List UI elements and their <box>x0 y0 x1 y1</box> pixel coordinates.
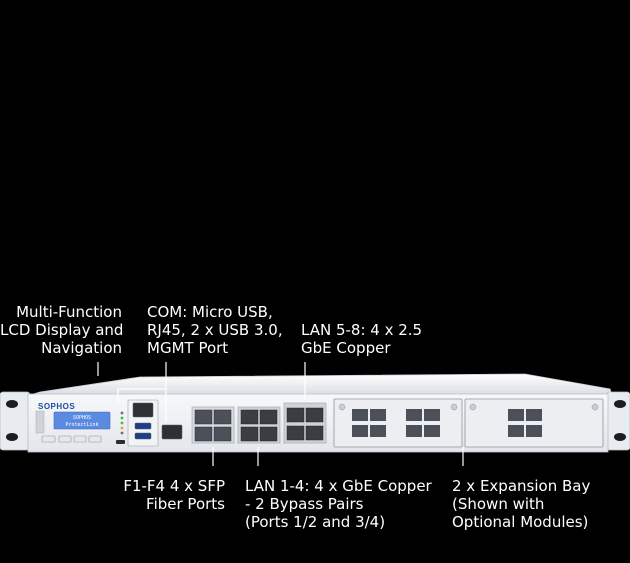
callout-line: (Ports 1/2 and 3/4) <box>245 513 386 531</box>
rack-hole <box>6 400 18 408</box>
callout-line: RJ45, 2 x USB 3.0, <box>147 321 283 339</box>
lan-port-1[interactable] <box>240 409 259 425</box>
lcd-display[interactable] <box>53 411 111 430</box>
lan-port-4[interactable] <box>259 426 278 442</box>
lan-port-8[interactable] <box>305 425 324 441</box>
status-led <box>120 421 124 425</box>
module-screw <box>469 403 477 411</box>
callout-line: GbE Copper <box>301 339 391 357</box>
callout-line: - 2 Bypass Pairs <box>245 495 364 513</box>
mgmt-port[interactable] <box>161 424 183 440</box>
sfp-port-f4[interactable] <box>213 426 232 442</box>
callout-line: 2 x Expansion Bay <box>452 477 591 495</box>
micro-usb-port[interactable] <box>116 440 125 444</box>
callout-line: Optional Modules) <box>452 513 589 531</box>
rack-hole <box>614 433 626 441</box>
callout-sfp-ports: F1-F4 4 x SFP Fiber Ports <box>100 477 225 513</box>
sfp-module-port[interactable] <box>352 425 368 437</box>
module-screw <box>338 403 346 411</box>
leader-lines <box>97 362 464 466</box>
sfp-module-port[interactable] <box>526 409 542 421</box>
callout-line: LCD Display and <box>0 321 124 339</box>
callout-line: Fiber Ports <box>146 495 225 513</box>
status-led <box>120 416 124 420</box>
sfp-module-port[interactable] <box>370 409 386 421</box>
lan-1-4-port-group <box>237 406 281 444</box>
lan-port-6[interactable] <box>305 407 324 423</box>
callout-line: (Shown with <box>452 495 545 513</box>
status-led-group <box>120 411 124 435</box>
lan-5-8-port-group <box>283 402 327 444</box>
lcd-line-1: SOPHOS <box>73 415 91 421</box>
sfp-module-port[interactable] <box>424 409 440 421</box>
sfp-module-port[interactable] <box>526 425 542 437</box>
sfp-port-f3[interactable] <box>194 426 213 442</box>
usb-port-2[interactable] <box>134 432 152 440</box>
lan-port-3[interactable] <box>240 426 259 442</box>
lan-port-5[interactable] <box>286 407 305 423</box>
usb-port-1[interactable] <box>134 422 152 430</box>
sfp-port-group <box>191 406 235 444</box>
expansion-bay-2 <box>464 398 604 448</box>
sfp-module-port[interactable] <box>406 425 422 437</box>
lan-port-7[interactable] <box>286 425 305 441</box>
chassis-top <box>29 373 613 396</box>
callout-lan-1-4: LAN 1-4: 4 x GbE Copper - 2 Bypass Pairs… <box>245 477 432 531</box>
callout-lan-5-8: LAN 5-8: 4 x 2.5 GbE Copper <box>301 321 422 357</box>
rack-hole <box>6 433 18 441</box>
callout-line: LAN 5-8: 4 x 2.5 <box>301 321 423 339</box>
callout-line: F1-F4 4 x SFP <box>123 477 225 495</box>
callout-line: COM: Micro USB, <box>147 303 273 321</box>
nav-button-back[interactable] <box>58 435 72 443</box>
lcd-line-2: ProtectLink <box>65 422 98 428</box>
callout-lcd-display: Multi-Function LCD Display and Navigatio… <box>0 303 124 357</box>
rj45-console-port[interactable] <box>132 402 154 418</box>
expansion-module-2[interactable] <box>464 398 604 448</box>
sfp-module-port[interactable] <box>370 425 386 437</box>
lan-port-2[interactable] <box>259 409 278 425</box>
callout-line: LAN 1-4: 4 x GbE Copper <box>245 477 432 495</box>
model-sticker <box>35 410 45 434</box>
leader-line-com <box>117 362 167 404</box>
sfp-module-port[interactable] <box>508 409 524 421</box>
sfp-port-f1[interactable] <box>194 409 213 425</box>
nav-button-menu[interactable] <box>41 435 56 443</box>
callout-com-ports: COM: Micro USB, RJ45, 2 x USB 3.0, MGMT … <box>147 303 283 357</box>
sfp-module-port[interactable] <box>424 425 440 437</box>
brand-logo: SOPHOS <box>38 402 75 411</box>
sfp-port-f2[interactable] <box>213 409 232 425</box>
callout-line: MGMT Port <box>147 339 229 357</box>
expansion-module-1[interactable] <box>333 398 463 448</box>
callout-expansion-bay: 2 x Expansion Bay (Shown with Optional M… <box>452 477 590 531</box>
status-led <box>120 431 124 435</box>
rack-hole <box>614 400 626 408</box>
callout-line: Multi-Function <box>16 303 122 321</box>
nav-button-up[interactable] <box>73 435 87 443</box>
expansion-bay-1 <box>333 398 463 448</box>
module-screw <box>450 403 458 411</box>
status-led <box>120 411 124 415</box>
sfp-module-port[interactable] <box>352 409 368 421</box>
sfp-module-port[interactable] <box>406 409 422 421</box>
nav-button-down[interactable] <box>88 435 102 443</box>
sfp-module-port[interactable] <box>508 425 524 437</box>
module-screw <box>591 403 599 411</box>
callout-line: Navigation <box>41 339 122 357</box>
status-led <box>120 426 124 430</box>
